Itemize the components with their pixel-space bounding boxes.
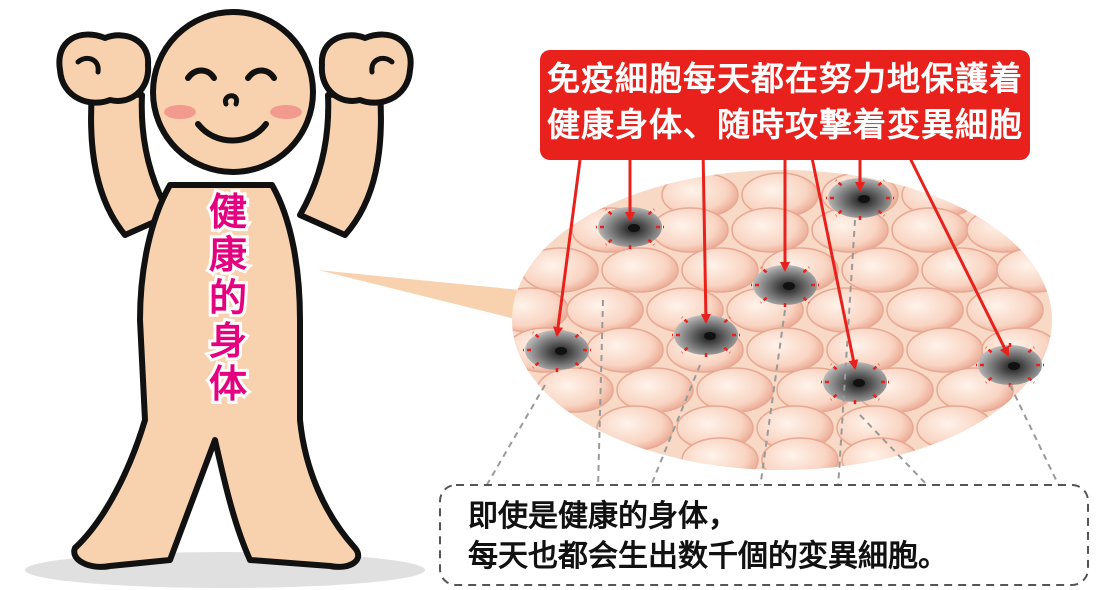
right-eye [245,67,277,81]
tissue-cell [996,247,1052,293]
left-fist [56,31,152,106]
tissue-cell [841,247,919,293]
body-label-char: 康 [209,233,247,277]
mutant-cell [976,340,1044,390]
tissue-cell [921,247,999,293]
tissue-cell [681,247,759,293]
callout-arrows [553,147,1010,370]
tissue-cell [521,247,599,293]
right-fist [318,31,414,106]
nose [222,93,240,107]
body-label-char: 的 [209,276,247,320]
tissue-cell [916,405,994,451]
tissue-cell [651,207,729,253]
bubble-tail [318,270,540,325]
tissue-cell [601,247,679,293]
body-label-char: 体 [209,362,247,406]
body-label-char: 健 [209,190,247,234]
left-cheek [164,105,196,119]
mutant-cell [523,325,591,375]
right-arm [297,89,384,238]
head [150,9,316,175]
note-frame [439,484,1089,586]
smile [195,121,269,144]
tissue-cell [616,367,694,413]
tissue-cell [906,327,984,373]
left-fist-finger [75,55,101,75]
tissue-cell [746,327,824,373]
tissue-cell [566,287,644,333]
immune-callout: 免疫細胞每天都在努力地保護着 健康身体、随時攻撃着変異細胞 [540,50,1030,160]
character: 健 康 的 身 体 [56,9,540,570]
tissue-cell [761,437,839,470]
body-label: 健 康 的 身 体 [206,187,250,409]
tissue-cell [731,207,809,253]
body-label-char: 身 [209,319,247,363]
torso [71,182,362,570]
tissue-cell [886,287,964,333]
callout-line-2: 健康身体、随時攻撃着変異細胞 [547,105,1023,144]
right-fist-finger [369,55,395,75]
left-arm [88,89,173,238]
left-eye [185,67,217,81]
tissue-cell [681,437,759,470]
tissue-cell [841,437,919,470]
tissue-cell [966,207,1044,253]
note-line-1: 即使是健康的身体， [468,499,738,534]
mutant-cells [523,173,1044,407]
tissue-cell [696,367,774,413]
mutant-cell [751,260,819,310]
tissue-cell [891,207,969,253]
mutant-cell [596,202,664,252]
tissue-view [512,170,1052,470]
guide-lines [484,219,1061,489]
mutant-cell [821,357,889,407]
note-line-2: 每天也都会生出数千個的変異細胞。 [468,539,948,574]
callout-line-1: 免疫細胞每天都在努力地保護着 [547,59,1023,98]
right-cheek [270,105,302,119]
tissue-cell [596,405,674,451]
tissue-cell [586,327,664,373]
note-box: 即使是健康的身体， 每天也都会生出数千個的変異細胞。 [440,485,1090,585]
